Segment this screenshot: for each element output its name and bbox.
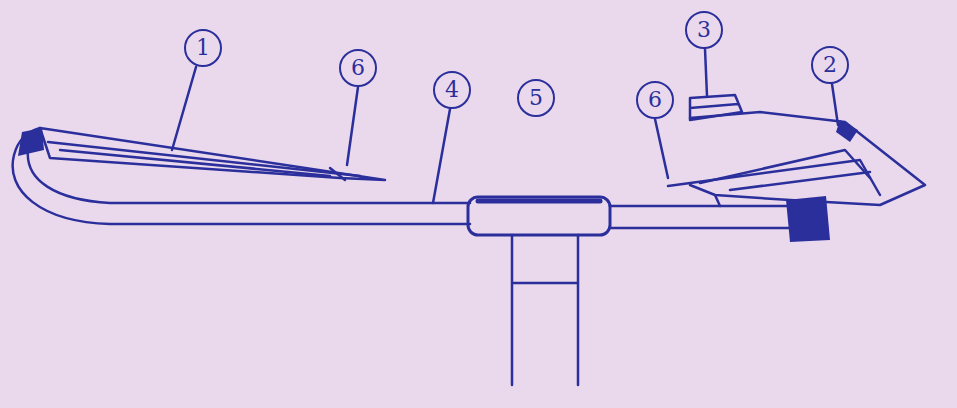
leader-line [172,67,196,150]
lever-pivot [836,120,858,142]
brake-lever [40,128,385,180]
leader-line [433,109,450,203]
lever-joint [330,168,345,180]
shifter-lever [730,172,870,190]
callout-number: 4 [433,71,471,109]
handlebar-tube [610,206,790,228]
callout-number: 1 [184,29,222,67]
shift-button [690,95,742,120]
bar-tape-end [786,196,830,242]
bar-end [18,128,44,156]
callout-number: 5 [517,79,555,117]
leader-line [655,119,668,178]
shifter-body [690,112,925,205]
leader-line [347,87,358,165]
callout-number: 3 [685,11,723,49]
brake-lever [60,150,330,176]
stem-clamp [468,197,610,235]
leader-line [705,49,707,96]
stem-clamp [478,199,600,204]
callout-number: 2 [811,46,849,84]
callout-number: 6 [339,49,377,87]
handlebar-tube [13,128,470,224]
leader-line [832,84,838,125]
callout-number: 6 [636,81,674,119]
brake-lever [48,142,360,176]
stem-tube [512,235,578,385]
handlebar-tube [28,150,470,203]
shifter-body [715,195,720,206]
shifter-lever [700,150,870,183]
